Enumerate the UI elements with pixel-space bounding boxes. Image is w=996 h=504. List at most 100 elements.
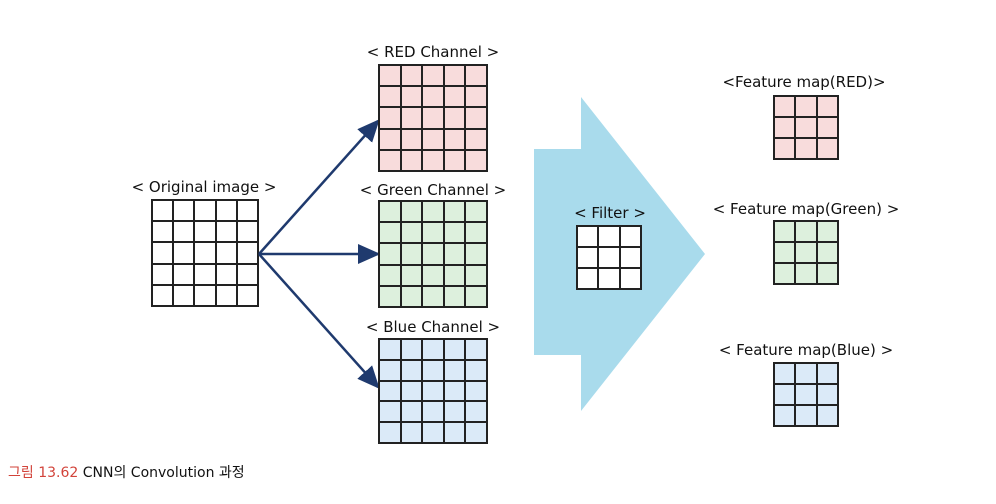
- grid-cell: [422, 65, 444, 87]
- grid-cell: [465, 401, 487, 423]
- red-channel-grid: [378, 64, 488, 172]
- original-image-label: < Original image >: [131, 178, 277, 196]
- grid-cell: [379, 86, 401, 108]
- grid-cell: [774, 221, 796, 242]
- grid-cell: [465, 285, 487, 307]
- grid-cell: [400, 201, 423, 223]
- grid-cell: [443, 422, 466, 443]
- grid-cell: [400, 107, 423, 129]
- grid-cell: [236, 263, 258, 285]
- grid-cell: [152, 200, 174, 222]
- grid-cell: [400, 285, 423, 307]
- grid-cell: [598, 247, 620, 268]
- grid-cell: [577, 247, 599, 268]
- grid-cell: [173, 200, 195, 222]
- grid-cell: [422, 149, 444, 171]
- grid-cell: [422, 201, 444, 223]
- grid-cell: [422, 264, 444, 286]
- grid-cell: [816, 405, 838, 426]
- grid-cell: [577, 268, 599, 289]
- grid-cell: [465, 149, 487, 171]
- caption-text: CNN의 Convolution 과정: [82, 465, 245, 481]
- grid-cell: [194, 242, 216, 264]
- green-channel-label: < Green Channel >: [359, 181, 507, 199]
- grid-cell: [173, 263, 195, 285]
- grid-cell: [443, 380, 466, 402]
- grid-cell: [619, 226, 641, 247]
- grid-cell: [465, 422, 487, 443]
- grid-cell: [379, 285, 401, 307]
- grid-cell: [400, 65, 423, 87]
- grid-cell: [379, 65, 401, 87]
- grid-cell: [400, 149, 423, 171]
- grid-cell: [400, 401, 423, 423]
- grid-cell: [774, 263, 796, 284]
- grid-cell: [379, 401, 401, 423]
- grid-cell: [379, 264, 401, 286]
- grid-cell: [443, 359, 466, 381]
- grid-cell: [422, 128, 444, 150]
- blue-channel-grid: [378, 338, 488, 444]
- grid-cell: [400, 264, 423, 286]
- grid-cell: [379, 107, 401, 129]
- grid-cell: [465, 222, 487, 244]
- grid-cell: [774, 242, 796, 263]
- grid-cell: [465, 86, 487, 108]
- grid-cell: [422, 422, 444, 443]
- feature-map-green-label: < Feature map(Green) >: [712, 200, 900, 218]
- grid-cell: [422, 243, 444, 265]
- grid-cell: [598, 268, 620, 289]
- feature-map-blue-grid: [773, 362, 839, 427]
- grid-cell: [215, 200, 237, 222]
- grid-cell: [422, 107, 444, 129]
- grid-cell: [379, 359, 401, 381]
- grid-cell: [379, 201, 401, 223]
- grid-cell: [795, 405, 817, 426]
- grid-cell: [400, 359, 423, 381]
- grid-cell: [795, 138, 817, 159]
- grid-cell: [400, 422, 423, 443]
- feature-map-blue-label: < Feature map(Blue) >: [718, 341, 894, 359]
- grid-cell: [400, 222, 423, 244]
- feature-map-red-grid: [773, 95, 839, 160]
- grid-cell: [400, 128, 423, 150]
- grid-cell: [816, 384, 838, 405]
- grid-cell: [465, 264, 487, 286]
- figure-number: 그림 13.62: [8, 465, 79, 481]
- grid-cell: [443, 401, 466, 423]
- grid-cell: [152, 221, 174, 243]
- grid-cell: [236, 200, 258, 222]
- grid-cell: [443, 149, 466, 171]
- grid-cell: [236, 242, 258, 264]
- grid-cell: [236, 221, 258, 243]
- grid-cell: [443, 86, 466, 108]
- grid-cell: [400, 380, 423, 402]
- grid-cell: [465, 359, 487, 381]
- grid-cell: [465, 243, 487, 265]
- grid-cell: [215, 284, 237, 306]
- grid-cell: [619, 247, 641, 268]
- grid-cell: [816, 138, 838, 159]
- grid-cell: [774, 405, 796, 426]
- grid-cell: [379, 380, 401, 402]
- grid-cell: [194, 200, 216, 222]
- green-channel-grid: [378, 200, 488, 308]
- grid-cell: [173, 242, 195, 264]
- grid-cell: [465, 339, 487, 360]
- grid-cell: [215, 242, 237, 264]
- grid-cell: [443, 107, 466, 129]
- grid-cell: [816, 221, 838, 242]
- filter-label: < Filter >: [574, 204, 646, 222]
- grid-cell: [598, 226, 620, 247]
- grid-cell: [215, 221, 237, 243]
- grid-cell: [152, 284, 174, 306]
- grid-cell: [152, 263, 174, 285]
- grid-cell: [443, 243, 466, 265]
- grid-cell: [816, 363, 838, 384]
- grid-cell: [577, 226, 599, 247]
- grid-cell: [379, 149, 401, 171]
- grid-cell: [465, 65, 487, 87]
- grid-cell: [379, 222, 401, 244]
